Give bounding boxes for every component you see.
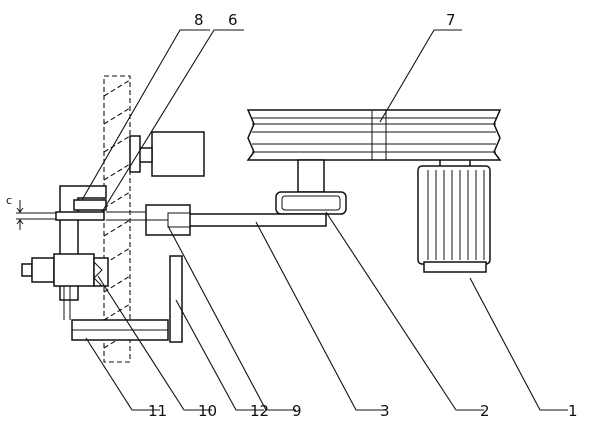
shaft [297, 159, 325, 193]
label-6: 6 [228, 11, 238, 29]
dimension-c: c [6, 194, 24, 230]
dimension-c-label: c [6, 194, 12, 207]
label-11: 11 [148, 402, 167, 420]
label-8: 8 [194, 11, 204, 29]
spring-element [93, 257, 109, 287]
motor [417, 155, 491, 273]
connecting-rod [185, 213, 327, 227]
bottom-platform [71, 319, 169, 341]
label-12: 12 [250, 402, 269, 420]
leader-lines [81, 29, 568, 411]
label-2: 2 [480, 402, 490, 420]
guide-posts [63, 286, 71, 320]
part-labels: 8 6 7 11 10 12 9 3 2 1 [148, 11, 578, 420]
crank-block [275, 191, 347, 215]
label-3: 3 [380, 402, 390, 420]
vertical-plate [169, 255, 183, 343]
label-1: 1 [568, 402, 578, 420]
coupling-block [145, 204, 191, 236]
upper-motor-unit [129, 131, 205, 177]
label-10: 10 [198, 402, 217, 420]
left-knob [21, 253, 95, 287]
label-7: 7 [446, 11, 456, 29]
label-9: 9 [292, 402, 302, 420]
belt-drive [246, 109, 502, 161]
